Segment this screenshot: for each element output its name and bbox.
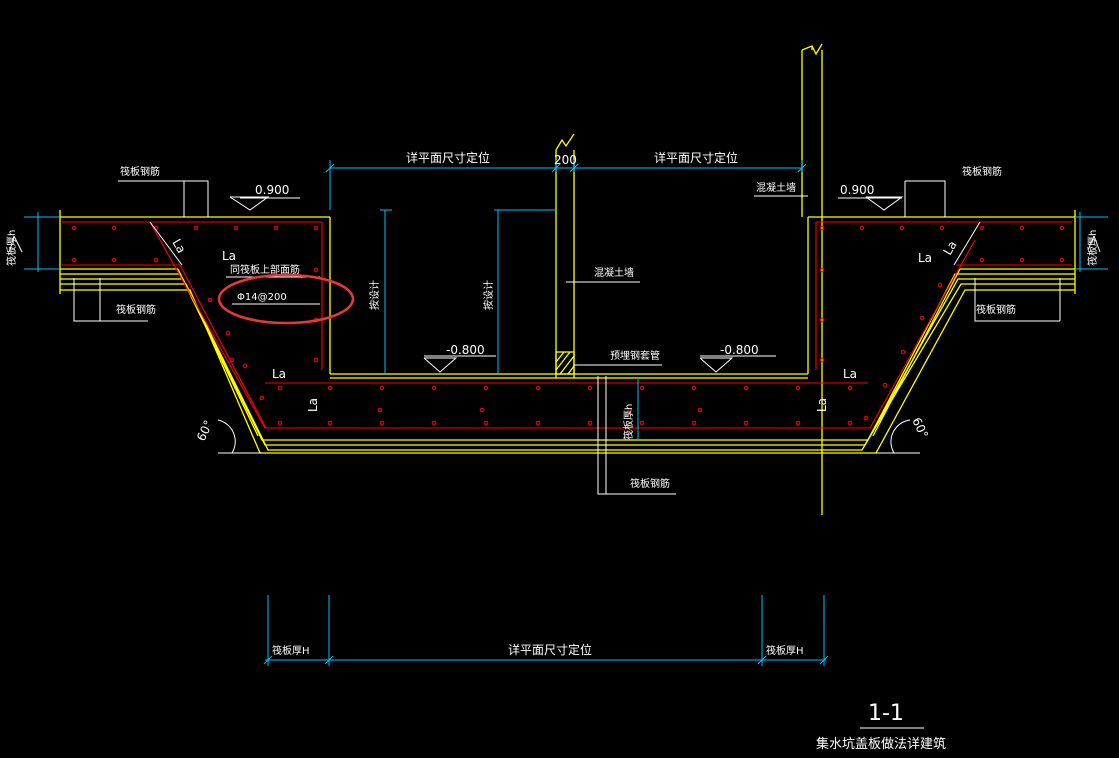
label-raft-rebar-top-right: 筏板钢筋 [962,165,1002,178]
label-raft-thickness-right: 筏板厚h [1086,230,1099,266]
labels: 筏板钢筋 筏板钢筋 筏板钢筋 筏板钢筋 筏板钢筋 0.900 0.900 -0.… [5,150,1099,752]
label-la-3: La [272,367,286,381]
leader-lines [9,180,1101,729]
label-angle-right: 60° [909,415,931,440]
dimension-lines [24,160,1108,666]
label-raft-thickness-left: 筏板厚h [5,230,18,266]
label-concrete-wall-center: 混凝土墙 [594,266,634,279]
label-raft-rebar-bottom-left: 筏板钢筋 [116,303,156,316]
label-la-4: La [306,398,320,412]
label-plan-dim-bottom: 详平面尺寸定位 [508,642,592,657]
label-la-2: La [169,237,188,256]
rebar-lines [62,221,1072,429]
section-title: 集水坑盖板做法详建筑 [816,736,946,752]
label-elevation-right: 0.900 [840,183,874,197]
label-la-6: La [940,238,959,257]
label-angle-left: 60° [194,418,216,443]
label-by-design-1: 按设计 [368,280,381,310]
label-by-design-2: 按设计 [482,280,495,310]
label-elevation-pit-left: -0.800 [446,343,485,357]
label-raft-rebar-bottom-right: 筏板钢筋 [976,303,1016,316]
label-raft-thickness-center: 筏板厚h [622,404,635,440]
label-la-5: La [918,251,932,265]
label-thick-H-left: 筏板厚H [272,644,310,657]
label-la-1: La [222,249,236,263]
label-wall-thickness: 200 [554,153,577,167]
label-la-8: La [815,398,829,412]
label-la-7: La [843,367,857,381]
concrete-outline [59,43,1076,515]
annotation-circle [217,273,355,325]
label-embedded-sleeve: 预埋钢套管 [610,349,660,362]
section-id: 1-1 [868,701,904,726]
label-elevation-pit-right: -0.800 [720,343,759,357]
label-same-as-raft-top: 同筏板上部面筋 [230,263,300,276]
label-plan-dim-top-left: 详平面尺寸定位 [406,150,490,165]
label-plan-dim-top-right: 详平面尺寸定位 [654,150,738,165]
label-raft-rebar-top-left: 筏板钢筋 [120,165,160,178]
label-elevation-left: 0.900 [255,183,289,197]
label-rebar-spec: Φ14@200 [237,292,287,303]
rebar-dots [71,225,1065,426]
label-thick-H-right: 筏板厚H [766,644,804,657]
label-raft-rebar-bottom-center: 筏板钢筋 [630,477,670,490]
label-concrete-wall-right: 混凝土墙 [756,181,796,194]
